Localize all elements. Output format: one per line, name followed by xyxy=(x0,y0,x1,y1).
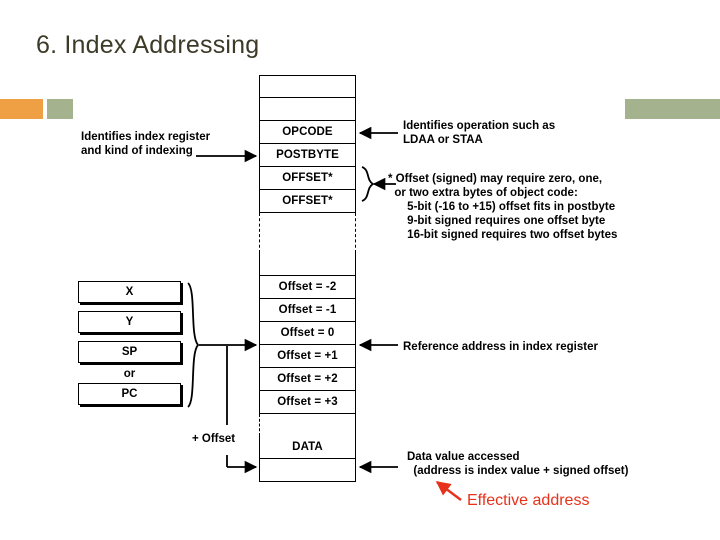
memory-row-empty xyxy=(259,459,356,482)
memory-row-offset--2: Offset = -2 xyxy=(259,276,356,299)
memory-row-empty xyxy=(259,213,356,253)
memory-row-offset: OFFSET* xyxy=(259,190,356,213)
register-box-x: X xyxy=(78,281,181,303)
accent-bar-green-right xyxy=(625,99,720,119)
memory-row-offset-+3: Offset = +3 xyxy=(259,391,356,414)
memory-row-offset--1: Offset = -1 xyxy=(259,299,356,322)
brace-registers xyxy=(187,282,200,408)
annotation-offset-note: * Offset (signed) may require zero, one,… xyxy=(388,173,618,241)
annotation-data-value: Data value accessed (address is index va… xyxy=(407,451,629,477)
accent-bar-orange xyxy=(0,99,43,119)
label-plus-offset: + Offset xyxy=(192,433,236,445)
register-box-sp: SP xyxy=(78,341,181,363)
annotation-reference-address: Reference address in index register xyxy=(403,341,598,353)
memory-row-offset: OFFSET* xyxy=(259,167,356,190)
memory-row-empty xyxy=(259,253,356,276)
page-title: 6. Index Addressing xyxy=(36,31,260,59)
brace-offset-rows xyxy=(361,166,375,202)
register-conjunction: or xyxy=(123,368,136,380)
memory-row-postbyte: POSTBYTE xyxy=(259,144,356,167)
annotation-effective-address: Effective address xyxy=(467,492,590,509)
memory-row-opcode: OPCODE xyxy=(259,121,356,144)
register-box-pc: PC xyxy=(78,383,181,405)
annotation-index-register: Identifies index register and kind of in… xyxy=(81,131,211,157)
register-box-y: Y xyxy=(78,311,181,333)
memory-row-data: DATA xyxy=(259,436,356,459)
memory-row-empty xyxy=(259,414,356,436)
annotation-opcode: Identifies operation such as LDAA or STA… xyxy=(403,120,556,146)
memory-row-offset-0: Offset = 0 xyxy=(259,322,356,345)
memory-row-empty xyxy=(259,75,356,98)
memory-row-offset-+2: Offset = +2 xyxy=(259,368,356,391)
accent-bar-green-left xyxy=(47,99,73,119)
memory-row-empty xyxy=(259,98,356,121)
memory-row-offset-+1: Offset = +1 xyxy=(259,345,356,368)
arrow-effective-address xyxy=(435,481,462,501)
